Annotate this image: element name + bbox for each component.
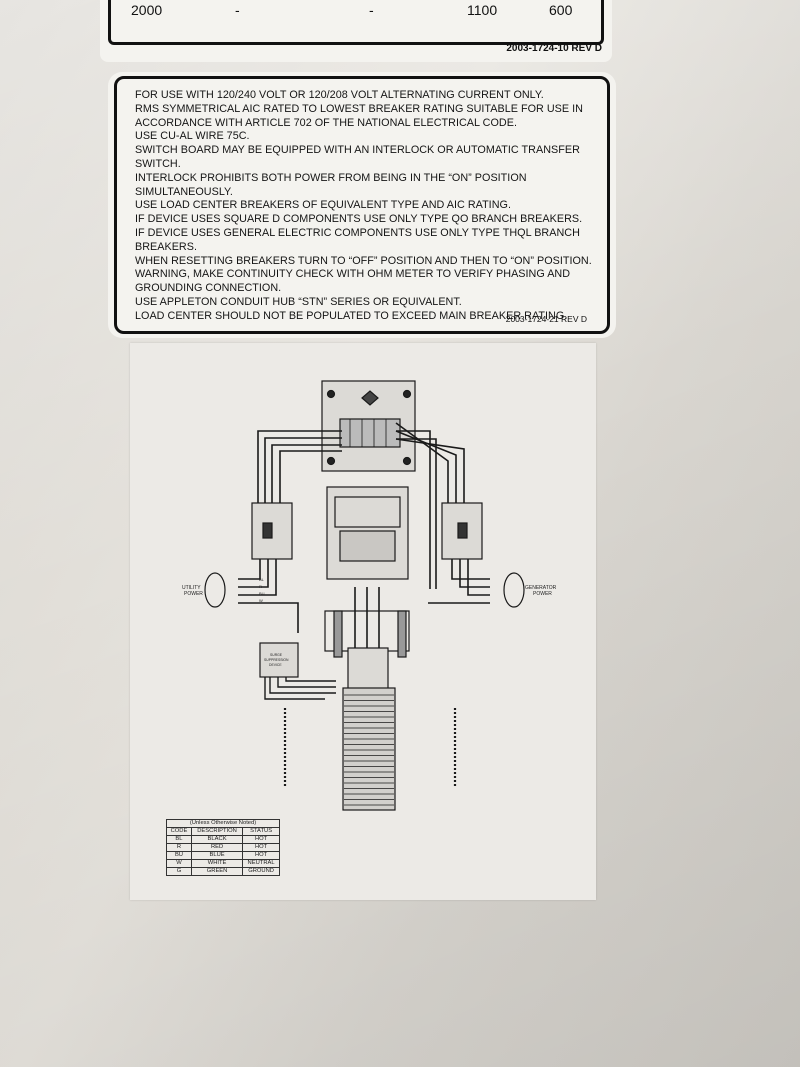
wire-code-bu: BU: [259, 591, 265, 596]
instruction-line: FOR USE WITH 120/240 VOLT OR 120/208 VOL…: [135, 89, 544, 101]
instruction-line: BREAKERS.: [135, 240, 197, 253]
rating-row: 2000 - - 1100 600: [111, 0, 601, 22]
instruction-line: GROUNDING CONNECTION.: [135, 282, 282, 295]
legend-header-code: CODE: [166, 827, 192, 836]
instruction-line: SIMULTANEOUSLY.: [135, 185, 233, 198]
legend-cell: GREEN: [190, 867, 244, 876]
wire-code-r: R: [259, 584, 262, 589]
instructions-label-border: FOR USE WITH 120/240 VOLT OR 120/208 VOL…: [114, 76, 610, 334]
rating-cell-5: 600: [549, 2, 573, 18]
transfer-unit-window: [334, 496, 401, 528]
legend-cell: RED: [190, 843, 244, 852]
utility-power-conduit: [204, 572, 226, 608]
surge-label-2: SUPPRESSION: [264, 658, 289, 662]
surge-label-3: DEVICE: [269, 663, 282, 667]
instruction-line: WHEN RESETTING BREAKERS TURN TO “OFF” PO…: [135, 254, 592, 267]
generator-power-label-1: GENERATOR: [525, 585, 557, 591]
legend-cell: GROUND: [242, 867, 280, 876]
instructions-label: FOR USE WITH 120/240 VOLT OR 120/208 VOL…: [108, 72, 616, 338]
instruction-line: IF DEVICE USES GENERAL ELECTRIC COMPONEN…: [135, 226, 580, 239]
generator-power-conduit: [503, 572, 525, 608]
legend-cell: G: [166, 867, 192, 876]
screw-icon: [326, 389, 336, 399]
utility-power-label-2: POWER: [184, 591, 203, 597]
instruction-line: ACCORDANCE WITH ARTICLE 702 OF THE NATIO…: [135, 116, 517, 129]
instruction-line: SWITCH BOARD MAY BE EQUIPPED WITH AN INT…: [135, 144, 580, 157]
instruction-line: USE CU-AL WIRE 75C.: [135, 130, 250, 143]
rating-cell-3: -: [369, 2, 374, 18]
legend-cell: BLACK: [190, 835, 244, 844]
legend-cell: BL: [166, 835, 192, 844]
neutral-bar: [333, 610, 343, 658]
instruction-line: SWITCH.: [135, 157, 181, 170]
legend-header-status: STATUS: [242, 827, 280, 836]
legend-cell: BU: [166, 851, 192, 860]
ground-bar: [397, 610, 407, 658]
terminal-block: [339, 418, 401, 448]
legend-cell: HOT: [242, 851, 280, 860]
legend-cell: W: [166, 859, 192, 868]
legend-cell: NEUTRAL: [242, 859, 280, 868]
instruction-line: LOAD CENTER SHOULD NOT BE POPULATED TO E…: [135, 309, 568, 322]
legend-cell: WHITE: [190, 859, 244, 868]
wire-code-bl: BL: [259, 577, 265, 582]
generator-power-label-2: POWER: [533, 591, 552, 597]
generator-breaker-toggle: [457, 522, 468, 539]
surge-suppression-device: [259, 642, 299, 678]
instruction-line: USE LOAD CENTER BREAKERS OF EQUIVALENT T…: [135, 199, 511, 212]
instructions-list: FOR USE WITH 120/240 VOLT OR 120/208 VOL…: [135, 89, 592, 324]
interlock-handle-icon: [361, 390, 379, 406]
rating-cell-1: 2000: [131, 2, 163, 18]
utility-breaker-toggle: [262, 522, 273, 539]
screw-icon: [326, 456, 336, 466]
instruction-line: INTERLOCK PROHIBITS BOTH POWER FROM BEIN…: [135, 171, 527, 184]
legend-cell: HOT: [242, 843, 280, 852]
legend-cell: HOT: [242, 835, 280, 844]
instructions-label-ref: 2003-1724-21 REV D: [505, 314, 587, 324]
rating-label-border: 2000 - - 1100 600: [108, 0, 604, 45]
rating-label: 2000 - - 1100 600 2003-1724-10 REV D: [100, 0, 612, 62]
instruction-line: IF DEVICE USES SQUARE D COMPONENTS USE O…: [135, 213, 583, 226]
instruction-line: USE APPLETON CONDUIT HUB “STN” SERIES OR…: [135, 295, 462, 308]
main-breaker: [347, 647, 389, 691]
instruction-line: RMS SYMMETRICAL AIC RATED TO LOWEST BREA…: [135, 102, 583, 115]
wire-code-w: W: [259, 598, 263, 603]
rating-cell-2: -: [235, 2, 240, 18]
screw-icon: [402, 389, 412, 399]
instruction-line: WARNING, MAKE CONTINUITY CHECK WITH OHM …: [135, 268, 571, 281]
utility-power-label-1: UTILITY: [182, 585, 201, 591]
rating-cell-4: 1100: [467, 2, 498, 18]
transfer-unit-cover: [339, 530, 396, 562]
legend-header-description: DESCRIPTION: [190, 827, 244, 836]
wiring-diagram: UTILITY POWER GENERATOR POWER SURGE SUPP…: [182, 380, 557, 811]
legend-cell: R: [166, 843, 192, 852]
screw-icon: [402, 456, 412, 466]
wiring-diagram-sheet: UTILITY POWER GENERATOR POWER SURGE SUPP…: [130, 343, 596, 900]
legend-cell: BLUE: [190, 851, 244, 860]
rating-label-ref: 2003-1724-10 REV D: [506, 43, 602, 54]
color-code-legend: (Unless Otherwise Noted) CODE DESCRIPTIO…: [166, 819, 280, 876]
legend-caption: (Unless Otherwise Noted): [166, 819, 280, 828]
branch-breaker-panel: [342, 687, 396, 811]
surge-label-1: SURGE: [270, 653, 283, 657]
